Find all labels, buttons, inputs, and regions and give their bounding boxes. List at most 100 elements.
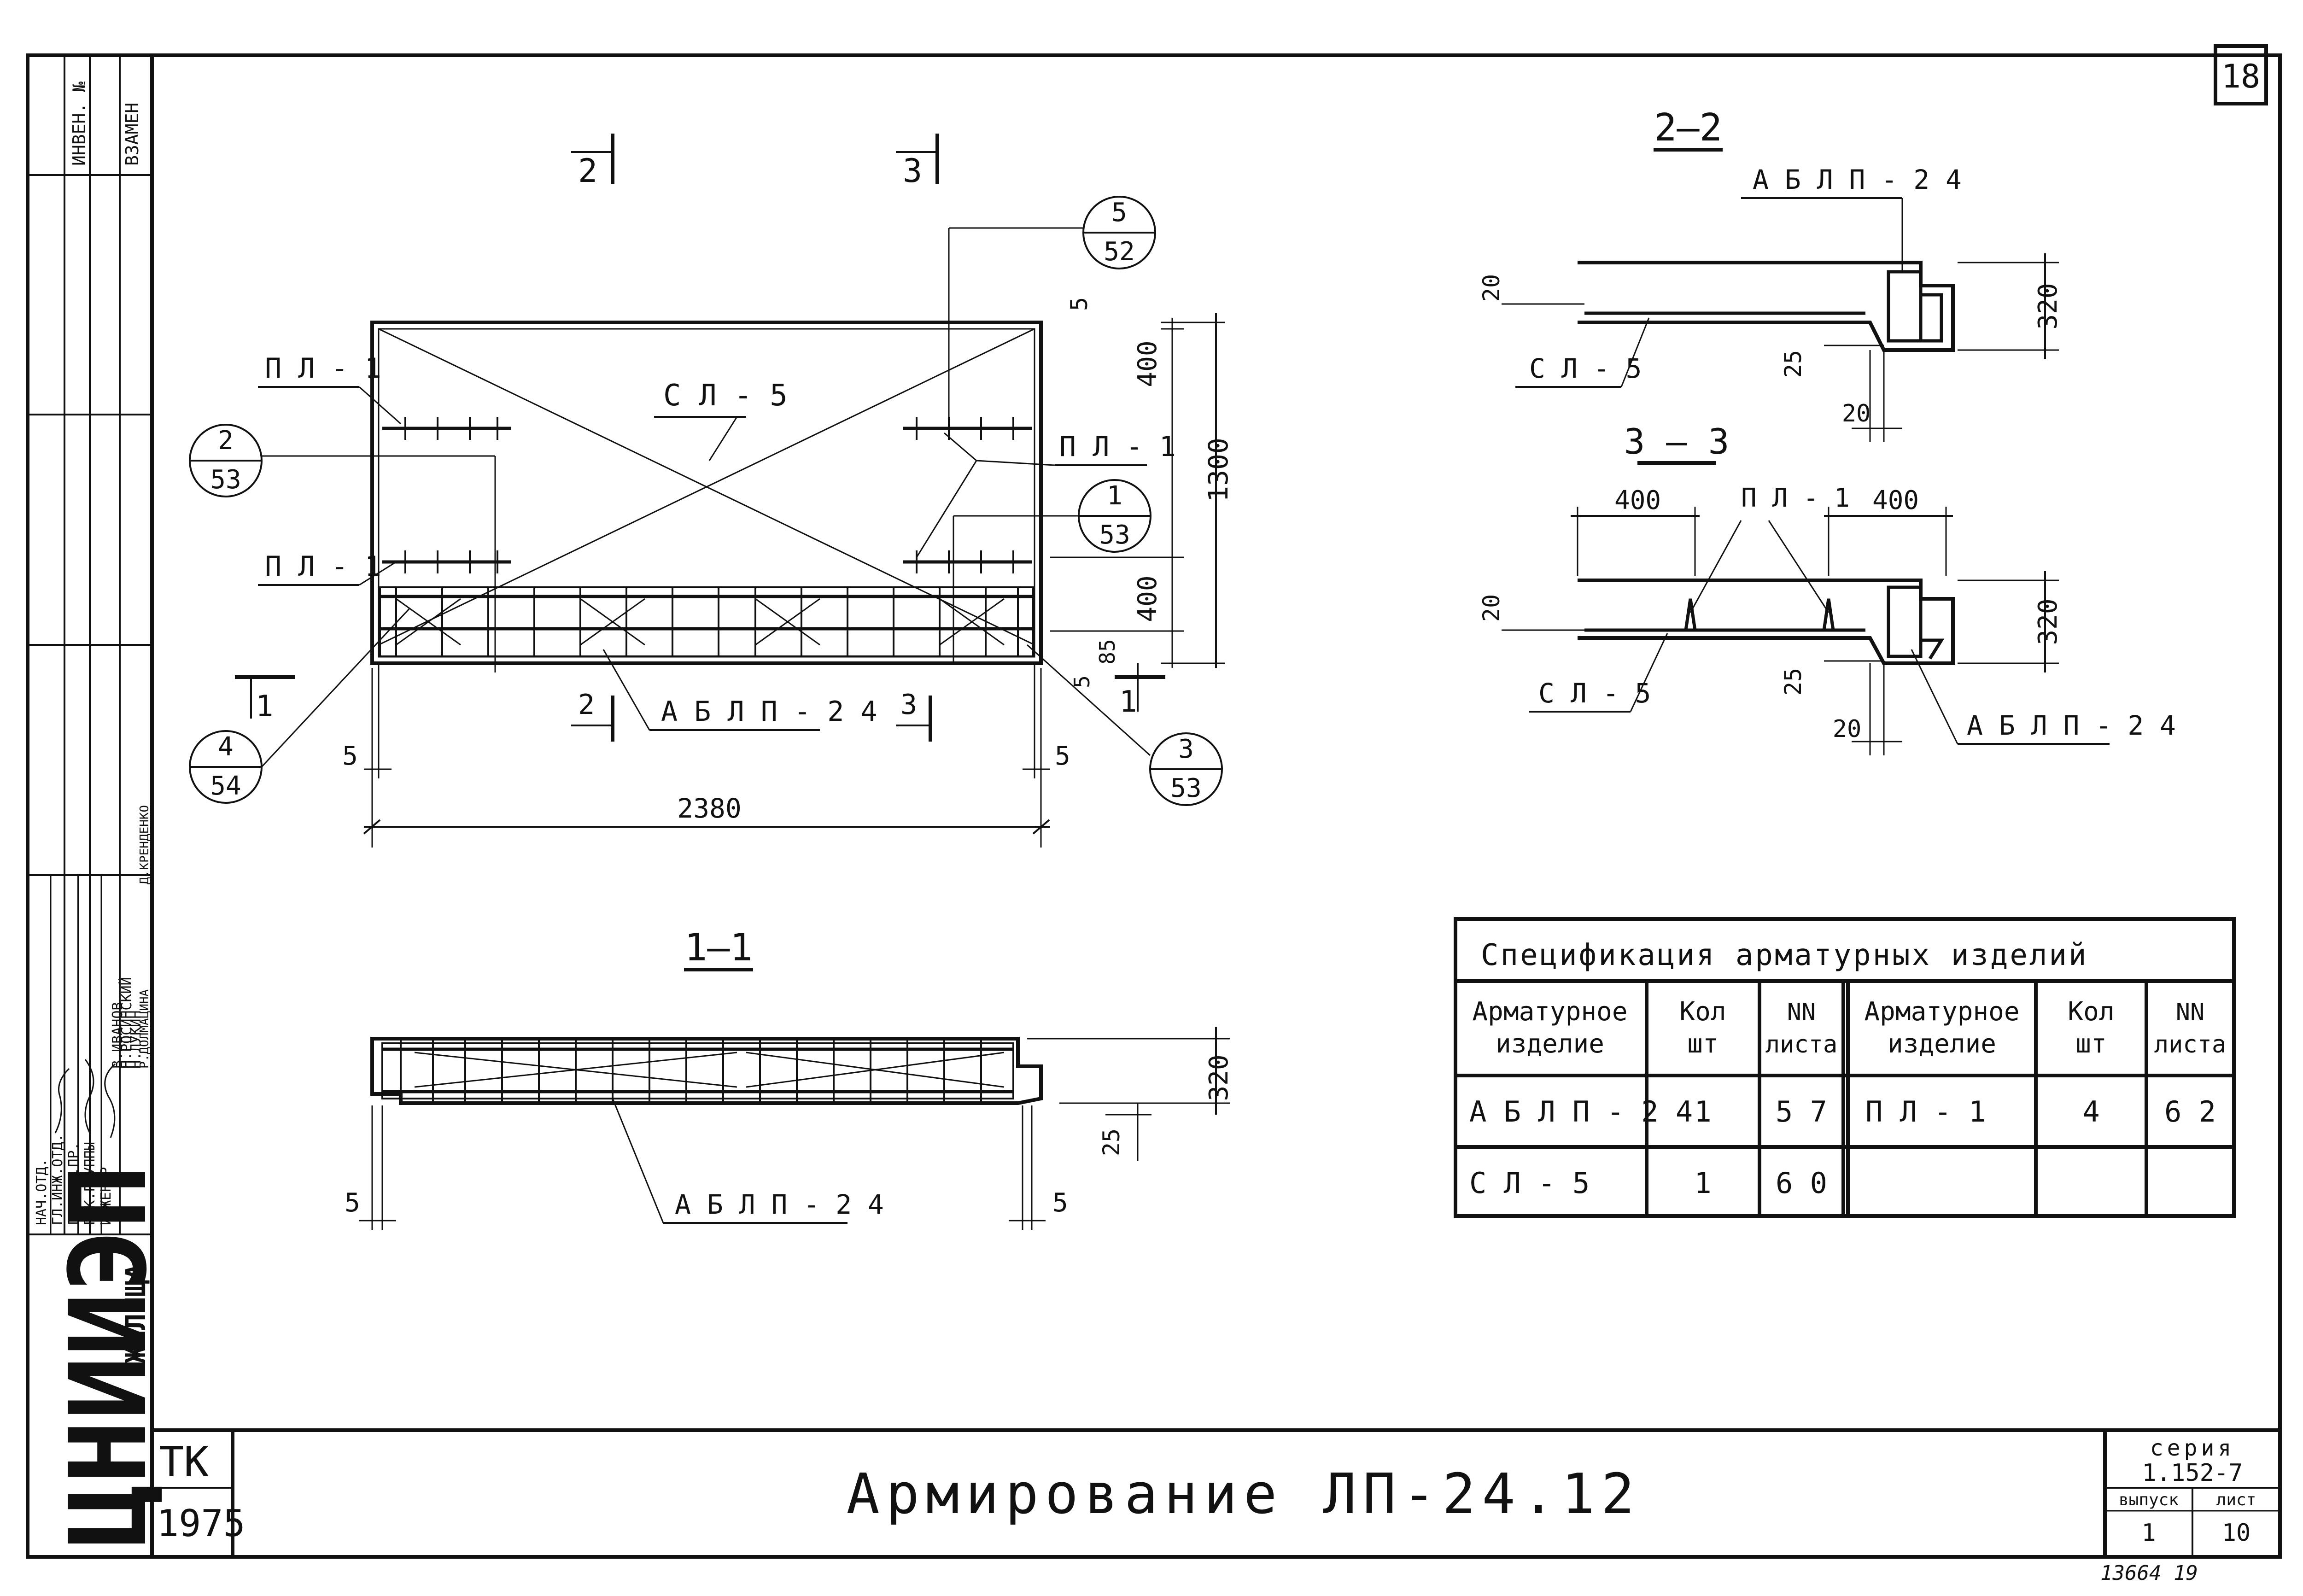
svg-text:320: 320	[2033, 598, 2063, 645]
specification-table: Спецификация арматурных изделий Арматурн…	[1454, 917, 2236, 1218]
svg-text:400: 400	[1133, 340, 1163, 387]
section-2-2: 2—2 А Б Л П - 2 4 С Л - 5 320 20 25 20	[1478, 106, 2063, 442]
svg-text:5: 5	[345, 1188, 360, 1218]
svg-text:20: 20	[1478, 594, 1505, 622]
ablp24-cage-plan	[379, 586, 1034, 657]
svg-text:5: 5	[1055, 741, 1070, 771]
stamp-name-1: В.ИВАНОВ	[110, 1002, 126, 1069]
issue-number: 1	[2141, 1519, 2156, 1547]
section-mark-2-top: 2	[571, 134, 614, 190]
section-1-1-label: А Б Л П - 2 4	[675, 1189, 884, 1220]
svg-text:54: 54	[210, 771, 241, 801]
svg-text:53: 53	[1170, 773, 1201, 803]
callout-3-53: 3 53	[1026, 644, 1223, 806]
svg-text:5: 5	[1070, 675, 1094, 688]
svg-text:25: 25	[1780, 668, 1806, 696]
pl1-lower-left	[382, 550, 511, 573]
section-3-3-cage	[1887, 585, 1923, 658]
label-pl1-a: П Л - 1	[265, 352, 381, 385]
section-2-2-title: 2—2	[1654, 106, 1722, 150]
spec-r1-item2: П Л - 1	[1865, 1095, 1986, 1128]
svg-text:1: 1	[1107, 481, 1122, 511]
svg-text:2380: 2380	[677, 793, 742, 824]
callout-5-52: 5 52	[948, 196, 1156, 424]
svg-text:52: 52	[1104, 237, 1134, 267]
label-pl1-c: П Л - 1	[1059, 431, 1176, 463]
svg-text:5: 5	[1111, 198, 1127, 228]
section-3-3-label-right: А Б Л П - 2 4	[1967, 710, 2176, 741]
stamp-role-5: ИНЖЕНЕР	[98, 1167, 114, 1225]
svg-text:2: 2	[578, 689, 595, 721]
svg-text:53: 53	[210, 465, 241, 495]
outer-frame	[26, 53, 2282, 1559]
issue-label: выпуск	[2119, 1491, 2179, 1509]
signature-3	[104, 1063, 116, 1138]
signature-1	[54, 1068, 70, 1134]
sheet-label: лист	[2216, 1491, 2256, 1509]
spec-r1-qty2: 4	[2082, 1095, 2099, 1128]
archive-note: 13664 19	[2100, 1561, 2198, 1585]
stamp-role-1: НАЧ.ОТД.	[34, 1159, 50, 1226]
callout-1-53: 1 53	[953, 479, 1152, 663]
svg-text:2: 2	[578, 152, 597, 190]
stamp-role-4: РУК.ГРУППЫ	[82, 1142, 98, 1225]
svg-text:3: 3	[903, 152, 922, 190]
pl1-lower-right	[903, 550, 1032, 573]
pl1-upper-left	[382, 417, 511, 440]
spec-title: Спецификация арматурных изделий	[1481, 938, 2088, 972]
pl1-bar-right	[1822, 598, 1835, 631]
spec-r1-qty1: 1	[1694, 1095, 1711, 1128]
svg-text:20: 20	[1842, 400, 1871, 427]
series-number: 1.152-7	[2142, 1459, 2243, 1487]
section-3-3-label-top: П Л - 1	[1741, 483, 1850, 513]
sheet-index: 10	[2222, 1519, 2251, 1547]
drawing-title: Армирование ЛП-24.12	[847, 1462, 1641, 1526]
section-2-2-outline	[1578, 261, 1955, 352]
svg-text:20: 20	[1478, 274, 1505, 302]
signature-2	[84, 1059, 94, 1134]
section-mark-3-top: 3	[896, 134, 939, 190]
svg-text:1: 1	[1119, 685, 1137, 719]
org-logo: ЦНИИЭП	[47, 1165, 170, 1548]
series-label: серия	[2150, 1435, 2235, 1461]
org-subtitle: ЖИЛИЩА	[120, 1263, 152, 1363]
section-mark-3-bottom: 3	[896, 689, 932, 742]
section-2-2-label-left: С Л - 5	[1529, 353, 1642, 384]
pl1-bar-left	[1684, 598, 1697, 631]
svg-text:320: 320	[1204, 1054, 1234, 1101]
svg-text:400: 400	[1133, 575, 1163, 622]
section-2-2-label-top: А Б Л П - 2 4	[1753, 164, 1962, 195]
stamp-role-3: ГЛ.ИНЖ.ПР.	[66, 1142, 82, 1225]
callout-2-53: 2 53	[189, 424, 496, 672]
svg-text:25: 25	[1098, 1128, 1125, 1156]
label-pl1-b: П Л - 1	[265, 550, 381, 583]
dim-edge-left: 5	[342, 663, 392, 778]
svg-text:320: 320	[2033, 283, 2063, 329]
spec-r1-sheet1: 5 7	[1776, 1095, 1827, 1128]
svg-text:4: 4	[218, 732, 234, 762]
dim-overall-width: 2380	[363, 668, 1050, 848]
dim-vertical: 1300 400 400 5 85 5	[1050, 297, 1234, 688]
section-3-3-outline	[1578, 579, 1955, 665]
stamp-name-5: Д.КРЕНДЕНКО	[138, 805, 152, 884]
svg-text:5: 5	[342, 741, 358, 771]
pl1-upper-right	[903, 417, 1032, 440]
spec-r2-sheet1: 6 0	[1776, 1166, 1827, 1200]
side-stamp: ИНВЕН. № ВЗАМЕН НАЧ.ОТД. ГЛ.ИНЖ.ОТД. ГЛ.…	[27, 55, 170, 1557]
section-mark-1-left: 1	[235, 675, 295, 724]
section-3-3: 3 — 3 П Л - 1 400 400 С Л - 5 А Б Л П - …	[1478, 421, 2176, 755]
spec-r2-item1: С Л - 5	[1469, 1166, 1590, 1200]
title-code: ТК	[159, 1438, 209, 1486]
section-1-1: 1—1 А Б Л П - 2 4 320 2	[345, 926, 1234, 1230]
label-ablp-plan: А Б Л П - 2 4	[661, 696, 877, 728]
svg-text:25: 25	[1780, 350, 1806, 378]
title-year: 1975	[157, 1502, 245, 1545]
section-3-3-title: 3 — 3	[1624, 421, 1730, 462]
